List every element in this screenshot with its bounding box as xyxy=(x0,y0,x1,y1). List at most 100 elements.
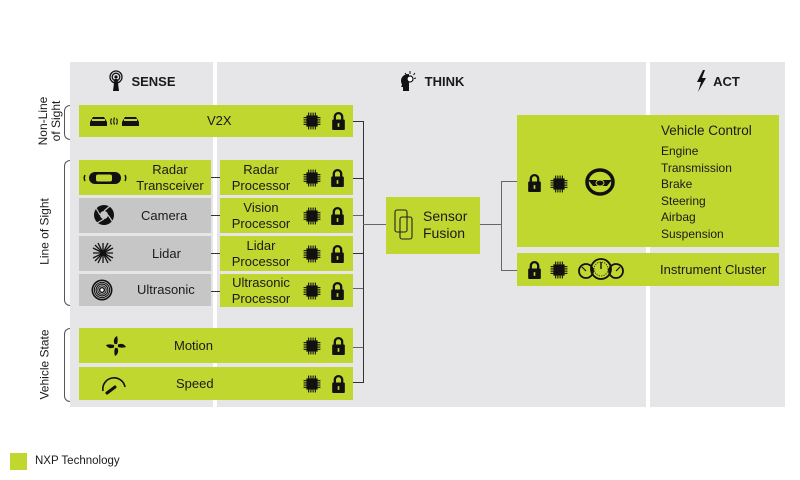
chip-icon xyxy=(303,337,321,355)
fusion-label-line2: Fusion xyxy=(423,225,466,241)
camera-box[interactable]: Camera xyxy=(79,198,211,233)
vehicle-control-item-brake: Brake xyxy=(661,177,693,192)
act-bus-line xyxy=(501,181,502,270)
ultrasonic-rings-icon xyxy=(91,279,113,301)
lidar-box[interactable]: Lidar xyxy=(79,236,211,271)
lidar-label: Lidar xyxy=(152,246,181,261)
lock-icon xyxy=(330,244,345,263)
fusion-label-line1: Sensor xyxy=(423,208,468,224)
v2x-box[interactable]: V2X xyxy=(79,105,353,137)
connector-ultrasonic-processor xyxy=(353,288,363,289)
legend-swatch-nxp xyxy=(10,453,27,470)
connector-lidar xyxy=(211,253,220,254)
motion-label: Motion xyxy=(174,338,214,353)
head-lightbulb-icon xyxy=(400,71,416,91)
connector-radar xyxy=(211,177,220,178)
chip-icon xyxy=(303,282,321,300)
processor-label-line1: Ultrasonic xyxy=(232,275,290,290)
radar-processor-box[interactable]: Radar Processor xyxy=(220,160,353,195)
brace-line-of-sight xyxy=(64,160,70,306)
processor-label-line1: Lidar xyxy=(246,238,276,253)
antenna-icon xyxy=(109,70,124,91)
v2x-cars-icon xyxy=(90,117,139,126)
motion-box[interactable]: Motion xyxy=(79,328,353,363)
lidar-processor-box[interactable]: Lidar Processor xyxy=(220,236,353,271)
chip-icon xyxy=(303,169,321,187)
lidar-burst-icon xyxy=(92,242,114,264)
connector-ultrasonic xyxy=(211,291,220,292)
overlapping-rectangles-icon xyxy=(394,209,413,240)
connector-lidar-processor xyxy=(353,253,363,254)
brace-non-line-of-sight xyxy=(64,105,70,140)
radar-transceiver-box[interactable]: Radar Transceiver xyxy=(79,160,211,195)
lidar-processor-label: Lidar Processor xyxy=(222,238,300,270)
vehicle-control-item-airbag: Airbag xyxy=(661,210,696,225)
instrument-cluster-label: Instrument Cluster xyxy=(660,262,767,277)
instrument-cluster-box[interactable]: Instrument Cluster xyxy=(517,253,779,286)
ultrasonic-box[interactable]: Ultrasonic xyxy=(79,274,211,306)
radar-label-line1: Radar xyxy=(152,162,188,177)
radar-processor-label: Radar Processor xyxy=(222,162,300,194)
gauges-icon xyxy=(578,258,624,280)
vehicle-control-box[interactable]: Vehicle Control Engine Transmission Brak… xyxy=(517,115,779,247)
connector-v2x xyxy=(353,121,363,122)
connector-camera xyxy=(211,215,220,216)
speedometer-icon xyxy=(102,377,126,395)
vehicle-control-title: Vehicle Control xyxy=(661,123,752,138)
lock-icon xyxy=(330,168,345,187)
think-title: THINK xyxy=(424,73,465,89)
ultrasonic-processor-label: Ultrasonic Processor xyxy=(222,275,300,307)
lock-icon xyxy=(331,374,346,393)
lightning-icon xyxy=(697,70,707,92)
processor-label-line1: Radar xyxy=(243,162,279,177)
group-label-line2: of Sight xyxy=(49,100,63,142)
sense-title: SENSE xyxy=(131,73,176,89)
chip-icon xyxy=(303,245,321,263)
processor-label-line2: Processor xyxy=(231,216,291,231)
lock-icon xyxy=(527,260,542,279)
connector-fusion-out xyxy=(480,224,501,225)
connector-to-instrument-cluster xyxy=(501,270,518,271)
bus-line xyxy=(363,121,364,383)
ultrasonic-processor-box[interactable]: Ultrasonic Processor xyxy=(220,274,353,307)
camera-label: Camera xyxy=(141,208,188,223)
steering-wheel-icon xyxy=(585,168,615,196)
lock-icon xyxy=(331,336,346,355)
group-label-non-line-of-sight: Non-Line of Sight xyxy=(36,91,63,151)
speed-box[interactable]: Speed xyxy=(79,367,353,400)
connector-vision-processor xyxy=(353,215,363,216)
motion-fan-icon xyxy=(106,336,126,356)
lock-icon xyxy=(527,173,542,192)
connector-bus-to-fusion xyxy=(363,224,387,225)
lock-icon xyxy=(330,206,345,225)
brace-vehicle-state xyxy=(64,328,70,402)
vehicle-control-item-engine: Engine xyxy=(661,144,699,158)
connector-speed xyxy=(353,382,363,383)
legend-label: NXP Technology xyxy=(35,455,120,467)
vehicle-control-item-steering: Steering xyxy=(661,193,706,208)
act-header: ACT xyxy=(650,62,785,100)
vehicle-control-item-suspension: Suspension xyxy=(661,226,724,241)
radar-car-icon xyxy=(83,172,127,184)
speed-label: Speed xyxy=(176,376,214,391)
connector-to-vehicle-control xyxy=(501,181,518,182)
think-header: THINK xyxy=(217,62,646,100)
chip-icon xyxy=(550,261,568,279)
processor-label-line2: Processor xyxy=(231,178,291,193)
vision-processor-box[interactable]: Vision Processor xyxy=(220,198,353,233)
radar-label-line2: Transceiver xyxy=(136,178,204,193)
connector-motion xyxy=(353,347,363,348)
lock-icon xyxy=(330,281,345,300)
chip-icon xyxy=(303,207,321,225)
act-title: ACT xyxy=(713,73,740,89)
sense-header: SENSE xyxy=(70,62,213,100)
sensor-fusion-box[interactable]: Sensor Fusion xyxy=(386,197,480,254)
group-label-vehicle-state: Vehicle State xyxy=(37,329,52,400)
v2x-label: V2X xyxy=(207,113,232,128)
ultrasonic-label: Ultrasonic xyxy=(137,282,195,297)
camera-aperture-icon xyxy=(94,205,114,225)
radar-transceiver-label: Radar Transceiver xyxy=(131,162,209,194)
chip-icon xyxy=(303,112,321,130)
processor-label-line2: Processor xyxy=(231,254,291,269)
sensor-fusion-label: Sensor Fusion xyxy=(423,208,467,242)
